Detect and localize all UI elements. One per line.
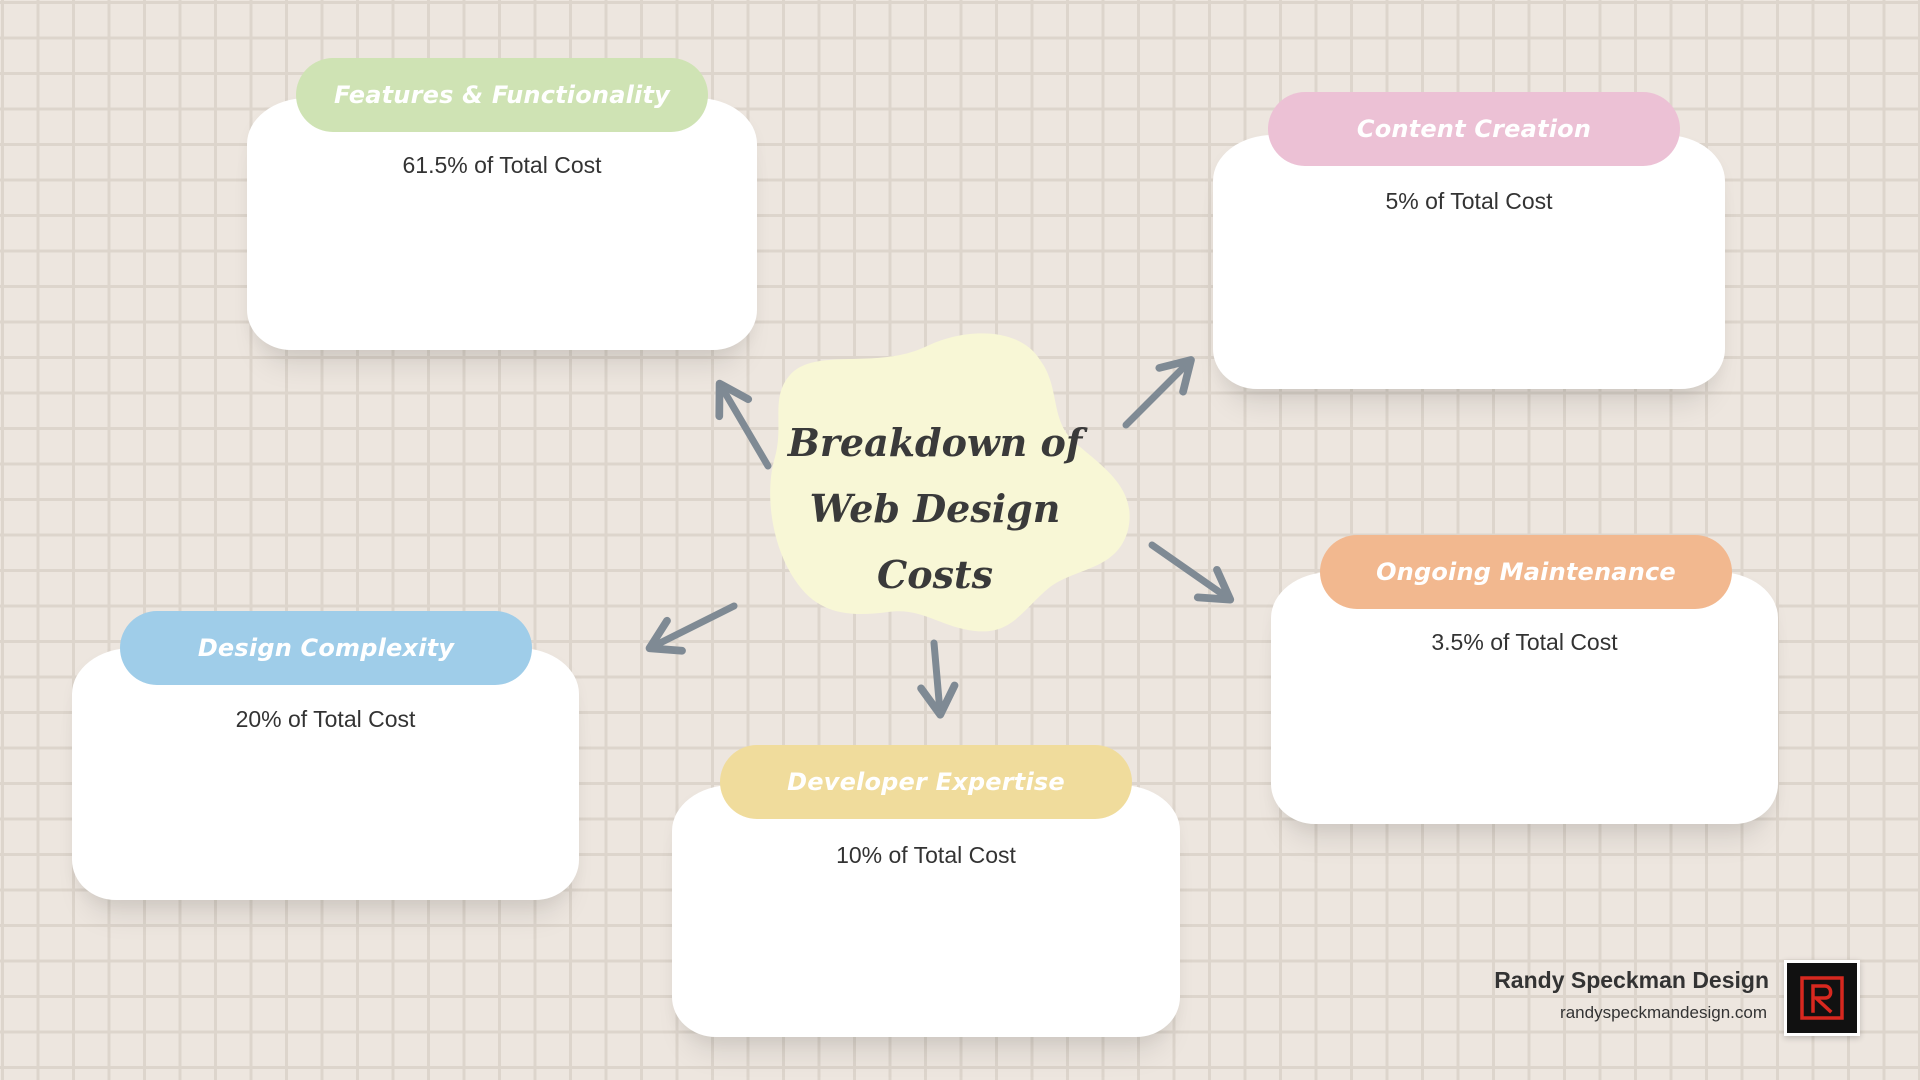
- pill-design-complexity: Design Complexity: [120, 611, 532, 685]
- brand-logo: [1784, 960, 1860, 1036]
- arrow-to-developer: [917, 639, 959, 719]
- diagram-title-line-1: Breakdown of: [787, 420, 1083, 465]
- card-features-functionality: 61.5% of Total Cost: [247, 98, 757, 350]
- card-design-complexity: 20% of Total Cost: [72, 648, 579, 900]
- card-content-creation: 5% of Total Cost: [1213, 135, 1725, 389]
- arrow-to-maintenance: [1148, 541, 1235, 604]
- arrow-to-design: [645, 602, 738, 655]
- brand-name: Randy Speckman Design: [1494, 967, 1769, 993]
- pill-content-creation: Content Creation: [1268, 92, 1680, 166]
- card-developer-expertise: 10% of Total Cost: [672, 785, 1180, 1037]
- design-complexity-value: 20% of Total Cost: [235, 706, 416, 732]
- card-ongoing-maintenance: 3.5% of Total Cost: [1271, 572, 1778, 824]
- features-functionality-value: 61.5% of Total Cost: [402, 152, 602, 178]
- developer-expertise-value: 10% of Total Cost: [836, 842, 1016, 868]
- center-blob: [770, 333, 1130, 632]
- diagram-title-line-2: Web Design Costs: [809, 486, 1061, 597]
- pill-features-functionality: Features & Functionality: [296, 58, 708, 132]
- content-creation-value: 5% of Total Cost: [1385, 188, 1553, 214]
- pill-developer-expertise: Developer Expertise: [720, 745, 1132, 819]
- diagram-title: Breakdown of Web Design Costs: [760, 410, 1110, 608]
- center-blob-shape: [770, 333, 1130, 632]
- brand-url: randyspeckmandesign.com: [1560, 1003, 1767, 1022]
- logo-r-icon: [1800, 976, 1844, 1020]
- pill-ongoing-maintenance: Ongoing Maintenance: [1320, 535, 1732, 609]
- ongoing-maintenance-value: 3.5% of Total Cost: [1431, 629, 1618, 655]
